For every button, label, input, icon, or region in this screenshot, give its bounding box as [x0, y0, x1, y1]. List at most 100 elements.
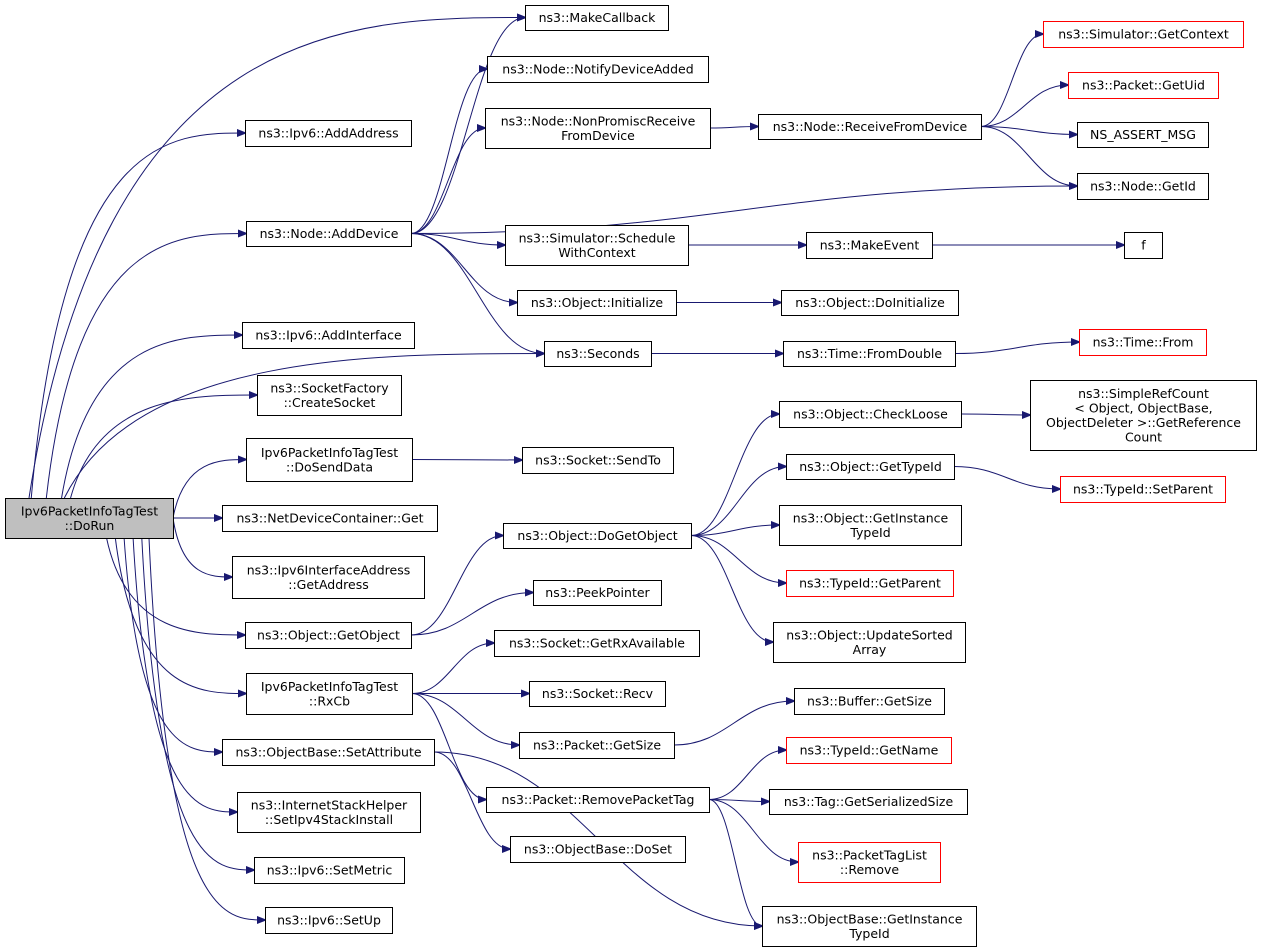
- edge-root-to-ipv6_set_metric: [141, 537, 254, 870]
- node-typeid-get-name-label-1: ns3::TypeId::GetName: [800, 743, 939, 758]
- node-object-base-do-set-label-1: ns3::ObjectBase::DoSet: [524, 842, 672, 857]
- node-node-add-device[interactable]: ns3::Node::AddDevice: [246, 221, 412, 247]
- node-object-base-do-set[interactable]: ns3::ObjectBase::DoSet: [510, 836, 686, 863]
- node-packet-tag-list-remove-box: [798, 842, 941, 883]
- node-buffer-get-size-box: [794, 688, 945, 715]
- node-f-box: [1124, 232, 1163, 259]
- edge-object_do_get_object-to-object_get_type_id: [690, 467, 786, 536]
- edge-root-to-ipv6_add_interface: [61, 335, 242, 499]
- node-check-loose-box: [779, 401, 962, 428]
- node-do-send-data[interactable]: Ipv6PacketInfoTagTest::DoSendData: [246, 438, 413, 482]
- node-ipv6-add-interface[interactable]: ns3::Ipv6::AddInterface: [242, 322, 415, 349]
- node-peek-pointer-box: [533, 580, 662, 606]
- node-ndc-get-box: [222, 505, 438, 532]
- node-set-attribute[interactable]: ns3::ObjectBase::SetAttribute: [222, 739, 435, 766]
- node-tag-get-serialized-size[interactable]: ns3::Tag::GetSerializedSize: [769, 789, 968, 815]
- node-seconds[interactable]: ns3::Seconds: [544, 341, 652, 367]
- node-object-do-get-object-label-1: ns3::Object::DoGetObject: [517, 528, 677, 543]
- node-make-callback[interactable]: ns3::MakeCallback: [525, 5, 669, 31]
- edge-object_get_type_id-to-typeid_set_parent: [953, 466, 1060, 490]
- nodes-layer: Ipv6PacketInfoTagTest::DoRun ns3::MakeCal…: [5, 5, 1257, 947]
- node-typeid-get-parent[interactable]: ns3::TypeId::GetParent: [786, 570, 954, 597]
- node-remove-packet-tag[interactable]: ns3::Packet::RemovePacketTag: [486, 787, 710, 813]
- node-f[interactable]: f: [1124, 232, 1163, 259]
- edge-rx_cb-to-packet_get_size: [411, 693, 519, 746]
- node-update-sorted-array-box: [773, 622, 966, 663]
- node-ipv6-set-up[interactable]: ns3::Ipv6::SetUp: [265, 907, 393, 934]
- node-ipv6-set-metric[interactable]: ns3::Ipv6::SetMetric: [254, 857, 405, 884]
- node-socket-factory-create[interactable]: ns3::SocketFactory::CreateSocket: [257, 375, 402, 416]
- edge-set_attribute-to-object_base_do_set: [433, 751, 510, 849]
- node-socket-recv[interactable]: ns3::Socket::Recv: [529, 681, 666, 707]
- edge-root-to-rx_cb: [114, 537, 246, 694]
- node-packet-get-size[interactable]: ns3::Packet::GetSize: [519, 732, 675, 759]
- edge-root-to-ipv6_set_up: [148, 537, 265, 920]
- node-root[interactable]: Ipv6PacketInfoTagTest::DoRun: [5, 498, 174, 539]
- edge-object_get_object-to-peek_pointer: [410, 593, 533, 636]
- node-socket-get-rx-available[interactable]: ns3::Socket::GetRxAvailable: [494, 630, 700, 657]
- node-set-ipv4-stack-install-box: [237, 792, 421, 833]
- node-typeid-get-name[interactable]: ns3::TypeId::GetName: [786, 737, 952, 764]
- node-rx-cb-label-1: Ipv6PacketInfoTagTest: [261, 679, 398, 694]
- edge-object_do_get_object-to-typeid_get_parent: [690, 535, 786, 584]
- edge-node_add_device-to-seconds: [410, 233, 544, 354]
- node-typeid-set-parent[interactable]: ns3::TypeId::SetParent: [1060, 476, 1226, 503]
- node-seconds-label-1: ns3::Seconds: [556, 346, 639, 361]
- node-ns-assert-msg-label-1: NS_ASSERT_MSG: [1090, 127, 1196, 142]
- node-update-sorted-array-label-1: ns3::Object::UpdateSorted: [786, 627, 952, 642]
- node-object-get-instance-typeid-box: [779, 505, 962, 546]
- node-check-loose[interactable]: ns3::Object::CheckLoose: [779, 401, 962, 428]
- node-ipv6-add-address[interactable]: ns3::Ipv6::AddAddress: [245, 120, 412, 147]
- node-time-from[interactable]: ns3::Time::From: [1079, 329, 1207, 356]
- node-peek-pointer[interactable]: ns3::PeekPointer: [533, 580, 662, 606]
- node-set-ipv4-stack-install[interactable]: ns3::InternetStackHelper::SetIpv4StackIn…: [237, 792, 421, 833]
- node-rx-cb[interactable]: Ipv6PacketInfoTagTest::RxCb: [246, 673, 413, 715]
- node-make-event-box: [806, 232, 933, 259]
- node-socket-send-to[interactable]: ns3::Socket::SendTo: [522, 447, 674, 474]
- node-node-get-id[interactable]: ns3::Node::GetId: [1077, 173, 1209, 200]
- node-do-send-data-box: [246, 438, 413, 482]
- node-ipv6-iface-get-address[interactable]: ns3::Ipv6InterfaceAddress::GetAddress: [232, 556, 425, 599]
- node-notify-device-added[interactable]: ns3::Node::NotifyDeviceAdded: [487, 56, 709, 83]
- node-time-from-double[interactable]: ns3::Time::FromDouble: [783, 341, 956, 367]
- node-object-get-type-id[interactable]: ns3::Object::GetTypeId: [786, 454, 955, 480]
- node-remove-packet-tag-label-1: ns3::Packet::RemovePacketTag: [502, 792, 695, 807]
- node-object-initialize-box: [517, 290, 677, 316]
- node-remove-packet-tag-box: [486, 787, 710, 813]
- edge-node_add_device-to-non_promisc: [410, 128, 485, 234]
- node-set-attribute-box: [222, 739, 435, 766]
- node-object-get-instance-typeid-label-2: TypeId: [849, 525, 890, 540]
- node-sim-get-context[interactable]: ns3::Simulator::GetContext: [1043, 21, 1244, 48]
- edge-object_do_get_object-to-check_loose: [690, 414, 779, 536]
- edge-root-to-seconds: [63, 354, 544, 499]
- node-simple-ref-count[interactable]: ns3::SimpleRefCount< Object, ObjectBase,…: [1030, 380, 1257, 451]
- node-socket-get-rx-available-box: [494, 630, 700, 657]
- node-time-from-double-label-1: ns3::Time::FromDouble: [797, 346, 942, 361]
- node-packet-get-uid[interactable]: ns3::Packet::GetUid: [1068, 72, 1219, 99]
- node-make-event[interactable]: ns3::MakeEvent: [806, 232, 933, 259]
- node-packet-tag-list-remove[interactable]: ns3::PacketTagList::Remove: [798, 842, 941, 883]
- edge-check_loose-to-simple_ref_count: [960, 414, 1030, 415]
- node-make-callback-box: [525, 5, 669, 31]
- edge-remove_packet_tag-to-objectbase_get_instance_typeid: [708, 799, 762, 927]
- node-receive-from-device[interactable]: ns3::Node::ReceiveFromDevice: [758, 114, 982, 140]
- node-object-get-object[interactable]: ns3::Object::GetObject: [245, 622, 412, 649]
- node-object-do-initialize[interactable]: ns3::Object::DoInitialize: [781, 290, 959, 316]
- node-object-initialize[interactable]: ns3::Object::Initialize: [517, 290, 677, 316]
- node-receive-from-device-label-1: ns3::Node::ReceiveFromDevice: [773, 119, 968, 134]
- node-schedule-with-context-label-1: ns3::Simulator::Schedule: [519, 230, 676, 245]
- edge-node_add_device-to-make_callback: [410, 18, 525, 234]
- node-ipv6-add-interface-label-1: ns3::Ipv6::AddInterface: [255, 328, 402, 343]
- node-ns-assert-msg[interactable]: NS_ASSERT_MSG: [1077, 122, 1209, 148]
- node-ndc-get[interactable]: ns3::NetDeviceContainer::Get: [222, 505, 438, 532]
- node-buffer-get-size[interactable]: ns3::Buffer::GetSize: [794, 688, 945, 715]
- node-object-initialize-label-1: ns3::Object::Initialize: [531, 295, 664, 310]
- node-object-do-get-object[interactable]: ns3::Object::DoGetObject: [503, 523, 692, 549]
- edge-receive_from_device-to-sim_get_context: [980, 34, 1043, 127]
- edge-receive_from_device-to-ns_assert_msg: [980, 126, 1077, 135]
